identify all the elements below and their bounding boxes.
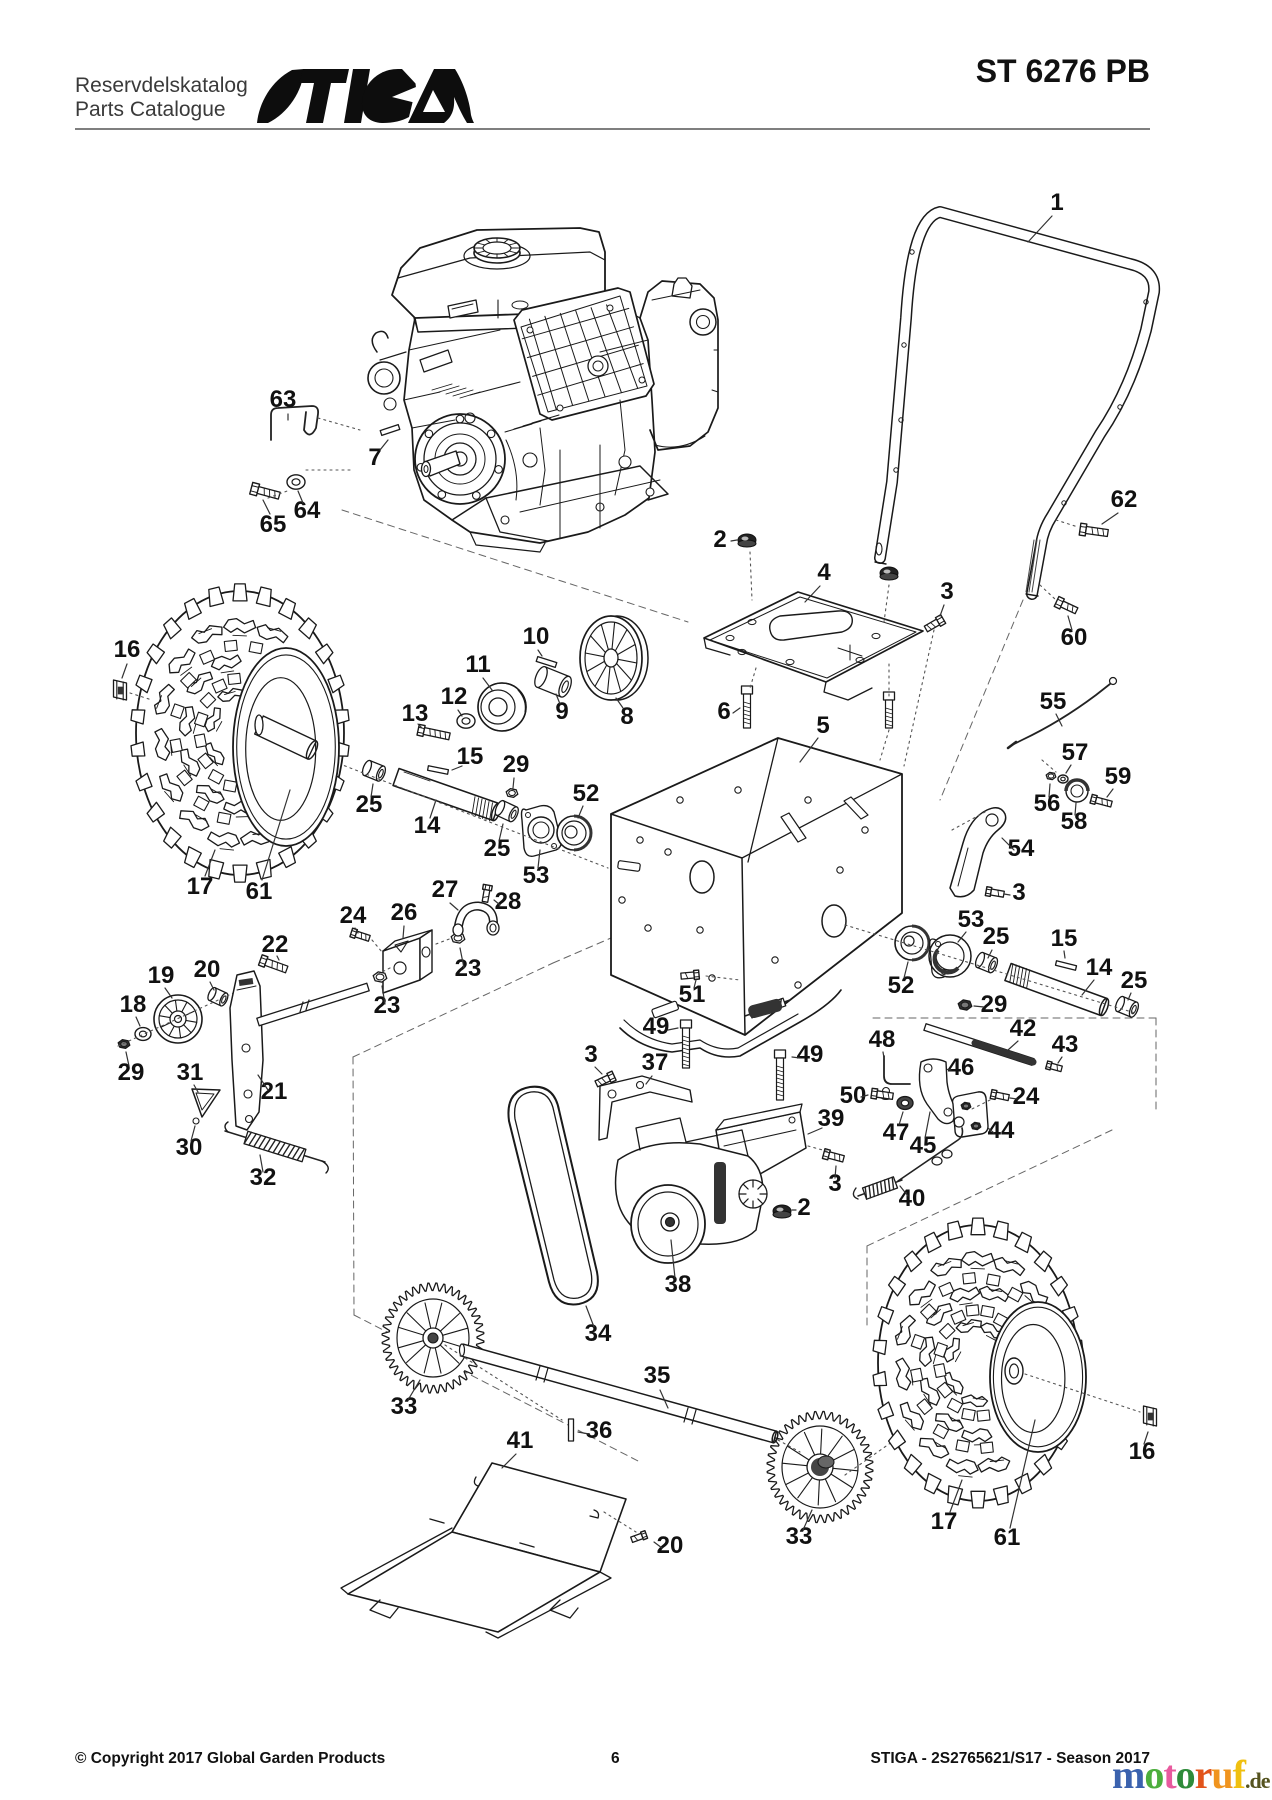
svg-text:59: 59 [1105,763,1132,790]
svg-text:6: 6 [611,1750,620,1767]
svg-text:7: 7 [368,444,381,471]
svg-text:20: 20 [194,956,221,983]
svg-text:STIGA - 2S2765621/S17 - Season: STIGA - 2S2765621/S17 - Season 2017 [871,1750,1150,1767]
svg-text:37: 37 [642,1049,669,1076]
svg-text:6: 6 [717,698,730,725]
svg-text:44: 44 [988,1117,1015,1144]
svg-text:53: 53 [523,862,550,889]
svg-text:52: 52 [573,780,600,807]
svg-text:61: 61 [994,1524,1021,1551]
svg-text:19: 19 [148,962,175,989]
svg-text:23: 23 [374,992,401,1019]
svg-text:32: 32 [250,1164,277,1191]
svg-text:3: 3 [584,1041,597,1068]
svg-text:60: 60 [1061,624,1088,651]
svg-text:18: 18 [120,991,147,1018]
svg-text:28: 28 [495,888,522,915]
svg-text:27: 27 [432,876,459,903]
svg-text:25: 25 [983,923,1010,950]
svg-text:63: 63 [270,386,297,413]
svg-text:20: 20 [657,1532,684,1559]
svg-text:Parts Catalogue: Parts Catalogue [75,98,226,121]
svg-text:5: 5 [816,712,829,739]
svg-text:29: 29 [118,1059,145,1086]
svg-text:3: 3 [1012,879,1025,906]
svg-text:16: 16 [1129,1438,1156,1465]
svg-text:53: 53 [958,906,985,933]
svg-text:25: 25 [484,835,511,862]
svg-text:15: 15 [1051,925,1078,952]
svg-text:46: 46 [948,1054,975,1081]
svg-text:8: 8 [620,703,633,730]
svg-text:17: 17 [931,1508,958,1535]
svg-text:30: 30 [176,1134,203,1161]
svg-text:33: 33 [786,1523,813,1550]
svg-text:Reservdelskatalog: Reservdelskatalog [75,74,248,97]
svg-text:55: 55 [1040,688,1067,715]
svg-text:24: 24 [340,902,367,929]
svg-text:11: 11 [465,651,490,678]
svg-text:23: 23 [455,955,482,982]
svg-text:10: 10 [523,623,550,650]
svg-text:41: 41 [507,1427,534,1454]
svg-text:65: 65 [260,511,287,538]
svg-text:21: 21 [261,1078,288,1105]
svg-text:49: 49 [643,1013,670,1040]
svg-text:16: 16 [114,636,141,663]
svg-text:3: 3 [940,578,953,605]
svg-text:42: 42 [1010,1015,1037,1042]
svg-text:1: 1 [1050,189,1063,216]
svg-text:12: 12 [441,683,468,710]
svg-text:48: 48 [869,1026,896,1053]
svg-text:50: 50 [840,1082,867,1109]
svg-text:49: 49 [797,1041,824,1068]
svg-text:33: 33 [391,1393,418,1420]
svg-text:45: 45 [910,1132,937,1159]
svg-text:14: 14 [414,812,441,839]
svg-text:2: 2 [797,1194,810,1221]
svg-text:22: 22 [262,931,289,958]
svg-text:31: 31 [177,1059,204,1086]
svg-text:13: 13 [402,700,429,727]
svg-text:3: 3 [828,1170,841,1197]
svg-text:26: 26 [391,899,418,926]
svg-text:2: 2 [713,526,726,553]
svg-text:61: 61 [246,878,273,905]
svg-text:57: 57 [1062,739,1089,766]
svg-text:64: 64 [294,497,321,524]
svg-text:9: 9 [555,698,568,725]
svg-text:4: 4 [817,559,831,586]
svg-text:17: 17 [187,873,214,900]
svg-text:47: 47 [883,1119,910,1146]
svg-text:29: 29 [503,751,530,778]
svg-text:62: 62 [1111,486,1138,513]
svg-text:35: 35 [644,1362,671,1389]
svg-text:25: 25 [1121,967,1148,994]
svg-text:24: 24 [1013,1083,1040,1110]
svg-text:25: 25 [356,791,383,818]
svg-text:36: 36 [586,1417,613,1444]
svg-text:ST 6276 PB: ST 6276 PB [976,53,1150,89]
svg-text:15: 15 [457,743,484,770]
svg-text:motoruf.de: motoruf.de [1112,1752,1271,1797]
svg-text:34: 34 [585,1320,612,1347]
svg-text:29: 29 [981,991,1008,1018]
svg-text:14: 14 [1086,954,1113,981]
svg-text:52: 52 [888,972,915,999]
svg-text:38: 38 [665,1271,692,1298]
svg-text:58: 58 [1061,808,1088,835]
svg-text:43: 43 [1052,1031,1079,1058]
svg-text:© Copyright 2017 Global Garden: © Copyright 2017 Global Garden Products [75,1750,385,1767]
svg-text:56: 56 [1034,790,1061,817]
svg-text:51: 51 [679,981,706,1008]
